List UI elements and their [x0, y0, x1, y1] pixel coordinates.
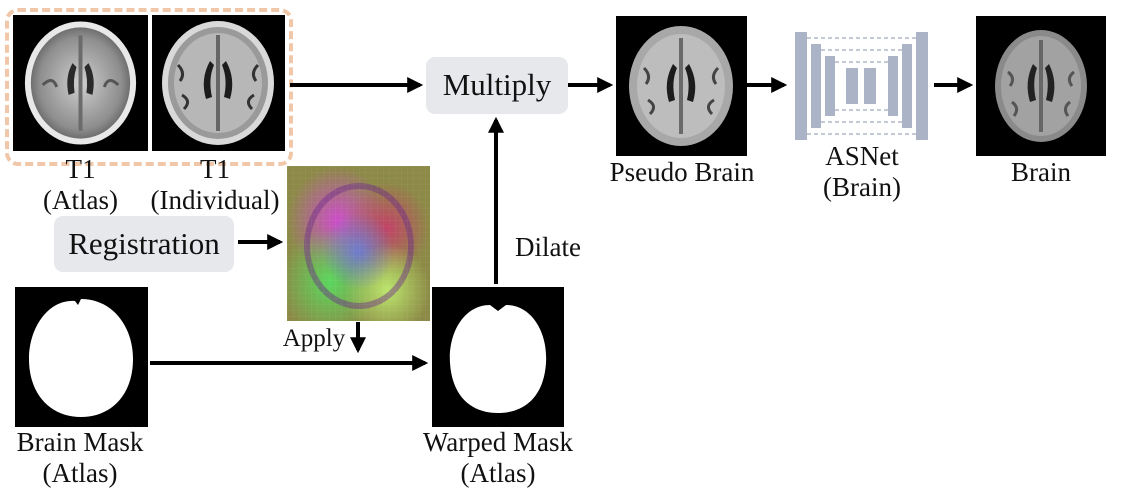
t1-individual-image	[152, 15, 285, 151]
t1-atlas-label-line1: T1	[65, 154, 96, 184]
asnet-label-line1: ASNet	[825, 141, 899, 171]
brain-mask-label-line1: Brain Mask	[16, 427, 144, 457]
input-group-frame	[5, 8, 293, 166]
t1-individual-label-line2: (Individual)	[150, 185, 280, 215]
pseudo-brain-image	[616, 16, 747, 156]
t1-individual-label: T1 (Individual)	[140, 154, 290, 216]
brain-mask-label: Brain Mask (Atlas)	[0, 427, 160, 489]
warped-mask-label-line2: (Atlas)	[460, 458, 536, 488]
pseudo-brain-label: Pseudo Brain	[609, 157, 755, 187]
deformation-field-image	[287, 166, 430, 321]
warped-mask-label-line1: Warped Mask	[422, 427, 574, 457]
brain-output-image	[976, 16, 1106, 156]
apply-edge-label: Apply	[282, 325, 346, 352]
brain-mask-image	[15, 287, 148, 427]
brain-output-label: Brain	[1011, 157, 1071, 187]
t1-individual-label-line1: T1	[200, 154, 230, 184]
dilate-edge-label: Dilate	[515, 232, 581, 262]
warped-mask-image	[432, 287, 564, 427]
multiply-box: Multiply	[426, 57, 568, 114]
warped-mask-label: Warped Mask (Atlas)	[400, 427, 596, 489]
asnet-label-line2: (Brain)	[823, 172, 901, 202]
asnet-network-icon	[790, 30, 934, 142]
registration-box: Registration	[54, 216, 234, 272]
brain-mask-label-line2: (Atlas)	[42, 458, 118, 488]
t1-atlas-label: T1 (Atlas)	[13, 154, 148, 216]
asnet-label: ASNet (Brain)	[800, 141, 924, 203]
t1-atlas-image	[13, 15, 148, 151]
t1-atlas-label-line2: (Atlas)	[43, 185, 118, 215]
